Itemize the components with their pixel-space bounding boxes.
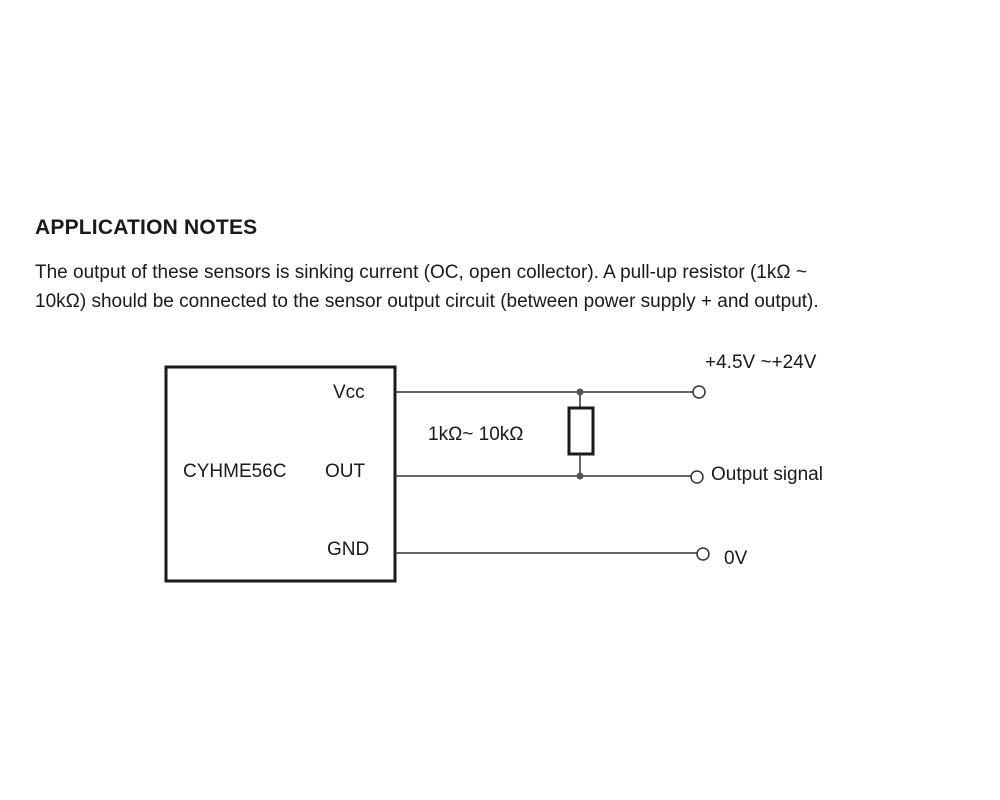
pull-up-resistor <box>567 406 595 456</box>
junction-dot-vcc <box>576 388 584 396</box>
pin-label-out: OUT <box>325 461 366 482</box>
supply-voltage-label: +4.5V ~+24V <box>705 352 817 373</box>
application-notes-paragraph: The output of these sensors is sinking c… <box>35 258 985 316</box>
output-signal-label: Output signal <box>711 464 823 485</box>
sensor-part-number: CYHME56C <box>183 461 286 482</box>
resistor-value-label: 1kΩ~ 10kΩ <box>428 424 523 445</box>
ground-terminal <box>696 547 710 561</box>
section-heading: APPLICATION NOTES <box>35 216 258 239</box>
ground-voltage-label: 0V <box>724 548 748 569</box>
paragraph-line-1: The output of these sensors is sinking c… <box>35 262 807 283</box>
sensor-body-box <box>164 365 397 583</box>
supply-terminal <box>692 385 706 399</box>
paragraph-line-2: 10kΩ) should be connected to the sensor … <box>35 291 819 312</box>
pin-label-gnd: GND <box>327 539 369 560</box>
output-terminal <box>690 470 704 484</box>
pin-label-vcc: Vcc <box>333 382 365 403</box>
junction-dot-out <box>576 472 584 480</box>
